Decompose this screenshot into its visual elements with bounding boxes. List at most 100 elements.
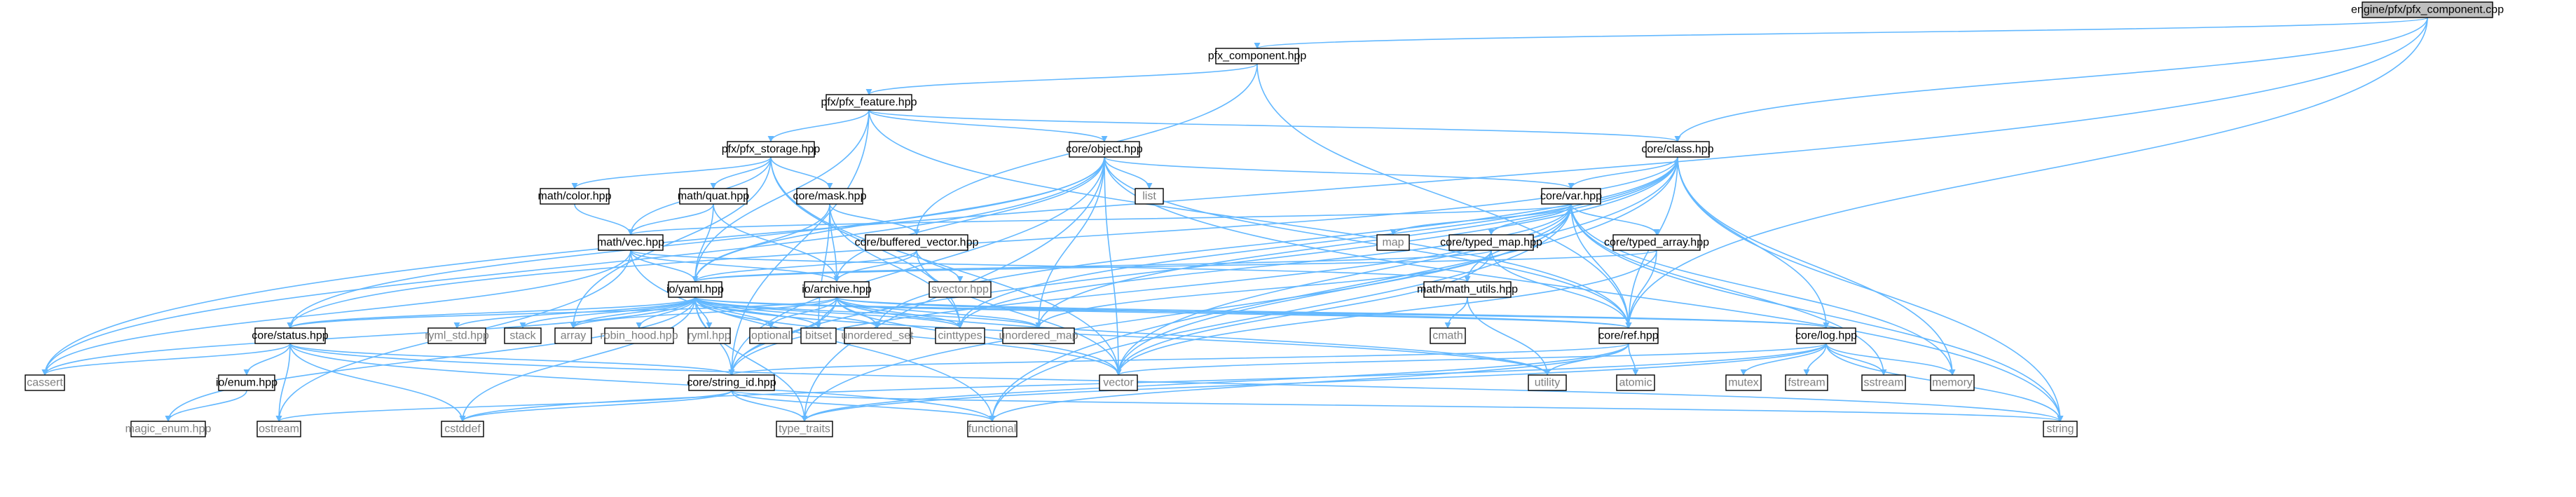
edge-core-log-hpp-to-vector [1115,343,1827,376]
edge-io-yaml-hpp-to-stack [519,297,696,329]
node-core-buffered-vector-hpp[interactable]: core/buffered_vector.hpp [855,234,979,251]
node-box [1725,374,1762,391]
edge-math-quat-hpp-to-io-yaml-hpp [692,203,714,282]
node-io-yaml-hpp[interactable]: io/yaml.hpp [666,281,724,298]
edge-core-buffered-vector-hpp-to-vector [916,250,1122,376]
node-io-archive-hpp[interactable]: io/archive.hpp [802,281,872,298]
node-math-math-utils-hpp[interactable]: math/math_utils.hpp [1417,281,1518,298]
node-array: array [554,327,592,344]
node-pfx-component-hpp[interactable]: pfx_component.hpp [1208,48,1307,64]
edge-core-typed-array-hpp-to-core-ref-hpp [1625,250,1657,329]
node-box [1930,374,1975,391]
edge-core-class-hpp-to-memory [1677,156,1956,376]
edge-pfx-component-hpp-to-core-ref-hpp [1256,63,1632,329]
node-core-typed-map-hpp[interactable]: core/typed_map.hpp [1440,234,1542,251]
node-core-mask-hpp[interactable]: core/mask.hpp [793,188,867,205]
node-map: map [1376,234,1410,251]
node-label: fstream [1788,377,1825,389]
node-core-log-hpp[interactable]: core/log.hpp [1795,327,1857,344]
edge-core-status-hpp-to-functional [289,343,996,422]
node-label: core/status.hpp [252,330,329,342]
node-label: magic_enum.hpp [125,423,212,435]
node-label: ryml_std.hpp [425,330,489,342]
node-box [25,374,65,391]
edge-core-string-id-hpp-to-cstddef [459,390,732,422]
edge-core-buffered-vector-hpp-to-io-archive-hpp [833,250,917,282]
node-box [776,421,833,437]
node-core-object-hpp[interactable]: core/object.hpp [1066,141,1143,158]
node-core-var-hpp[interactable]: core/var.hpp [1540,188,1602,205]
node-svector-hpp: svector.hpp [929,281,992,298]
node-pfx-component-cpp[interactable]: engine/pfx/pfx_component.cpp [2351,1,2504,18]
node-box [687,327,731,344]
edge-core-var-hpp-to-cinttypes [957,203,1572,329]
node-ryml-std-hpp: ryml_std.hpp [425,327,489,344]
edge-core-var-hpp-to-string [1570,203,2064,422]
edge-io-yaml-hpp-to-array [570,297,696,329]
node-label: array [561,330,586,342]
node-box [1215,48,1299,64]
node-math-quat-hpp[interactable]: math/quat.hpp [678,188,749,205]
edge-core-status-hpp-to-core-string-id-hpp [289,343,735,376]
node-box [1423,281,1512,298]
node-unordered-map: unordered_map [999,327,1078,344]
edge-core-mask-hpp-to-io-archive-hpp [829,203,840,282]
node-box [1430,327,1466,344]
edge-core-var-hpp-to-core-ref-hpp [1570,203,1632,329]
node-pfx-storage-hpp[interactable]: pfx/pfx_storage.hpp [722,141,821,158]
node-string: string [2043,421,2078,437]
edge-math-vec-hpp-to-math-math-utils-hpp [630,250,1471,282]
node-label: math/color.hpp [538,191,612,203]
node-bitset: bitset [800,327,837,344]
node-label: functional [968,423,1017,435]
edge-core-object-hpp-to-cassert [41,156,1105,376]
node-label: atomic [1619,377,1652,389]
edge-io-archive-hpp-to-unordered-map [836,297,1042,329]
node-core-typed-array-hpp[interactable]: core/typed_array.hpp [1604,234,1709,251]
edge-io-yaml-hpp-to-cassert [41,297,696,376]
node-core-string-id-hpp[interactable]: core/string_id.hpp [687,374,776,391]
node-label: cmath [1432,330,1463,342]
edge-core-object-hpp-to-io-archive-hpp [833,156,1105,282]
node-box [1528,374,1567,391]
edge-pfx-component-cpp-to-cassert [41,17,2428,376]
node-label: core/class.hpp [1641,144,1713,156]
node-label: ostream [259,423,299,435]
node-box [1796,327,1856,344]
node-box [1861,374,1906,391]
node-box [2362,1,2493,18]
edge-core-status-hpp-to-ostream [275,343,291,422]
node-io-enum-hpp[interactable]: io/enum.hpp [216,374,278,391]
node-label: io/yaml.hpp [666,284,724,296]
node-math-vec-hpp[interactable]: math/vec.hpp [597,234,664,251]
edge-io-archive-hpp-to-core-log-hpp [836,297,1829,329]
edge-core-var-hpp-to-math-vec-hpp [628,203,1572,236]
edge-io-yaml-hpp-to-type-traits [694,297,808,422]
node-box [679,188,748,205]
node-box [967,421,1018,437]
edge-core-typed-array-hpp-to-vector [1115,250,1657,376]
node-box [540,188,610,205]
node-box [1616,374,1655,391]
node-label: core/mask.hpp [793,191,867,203]
edge-pfx-feature-hpp-to-core-class-hpp [868,109,1681,142]
node-core-class-hpp[interactable]: core/class.hpp [1641,141,1714,158]
edge-core-typed-map-hpp-to-io-yaml-hpp [692,250,1492,282]
node-core-ref-hpp[interactable]: core/ref.hpp [1598,327,1659,344]
node-label: sstream [1864,377,1904,389]
node-label: list [1142,191,1156,203]
edge-pfx-feature-hpp-to-core-string-id-hpp [728,109,870,376]
node-functional: functional [967,421,1018,437]
node-box [2043,421,2078,437]
edge-core-var-hpp-to-sstream [1570,203,1887,376]
node-label: core/object.hpp [1066,144,1143,156]
edge-io-yaml-hpp-to-robin-hood-hpp [636,297,696,329]
node-pfx-feature-hpp[interactable]: pfx/pfx_feature.hpp [821,94,917,111]
node-core-status-hpp[interactable]: core/status.hpp [252,327,329,344]
node-math-color-hpp[interactable]: math/color.hpp [538,188,612,205]
node-sstream: sstream [1861,374,1906,391]
node-box [1785,374,1828,391]
node-box [688,374,775,391]
edge-io-archive-hpp-to-cinttypes [836,297,964,329]
node-box [1135,188,1164,205]
